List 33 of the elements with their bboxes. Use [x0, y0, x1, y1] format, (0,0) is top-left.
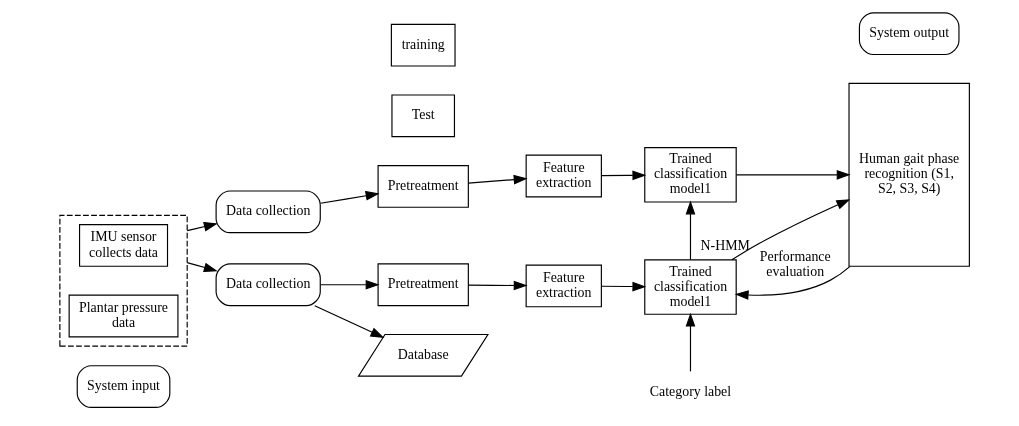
- node-box: Plantar pressure data: [68, 294, 178, 338]
- node-box: System output: [858, 12, 960, 56]
- arrow: [467, 280, 528, 291]
- arrow: [313, 305, 384, 338]
- arrow: [600, 170, 646, 181]
- node-box: Feature extraction: [525, 264, 602, 308]
- arrow: [735, 169, 851, 180]
- arrow: [685, 312, 695, 372]
- node-box: Data collection: [215, 190, 321, 234]
- arrow: [734, 265, 851, 300]
- arrow: [467, 174, 528, 185]
- node-box: training: [390, 23, 456, 67]
- node-box: Trained classification model1: [643, 147, 737, 203]
- edge-label: Performance evaluation: [759, 249, 831, 280]
- node-box: Feature extraction: [525, 154, 602, 198]
- arrow: [319, 279, 380, 290]
- node-box: Trained classification model1: [643, 259, 737, 315]
- arrow: [600, 281, 646, 292]
- node-box: System input: [76, 365, 170, 408]
- edge-label: N-HMM: [700, 238, 750, 254]
- arrow: [730, 199, 850, 261]
- node-text: Category label: [649, 383, 731, 399]
- node-box: IMU sensor collects data: [78, 224, 168, 267]
- cluster: [58, 214, 188, 347]
- arrow: [319, 190, 380, 204]
- node-box: Human gait phase recognition (S1, S2, S3, S4): [847, 82, 970, 267]
- node-box: Pretreatment: [377, 263, 469, 307]
- arrow: [186, 262, 218, 273]
- node-box: Data collection: [215, 263, 321, 307]
- arrow: [685, 200, 695, 260]
- arrow: [186, 221, 218, 232]
- node-box: Pretreatment: [377, 164, 469, 208]
- node-box: Test: [390, 94, 455, 138]
